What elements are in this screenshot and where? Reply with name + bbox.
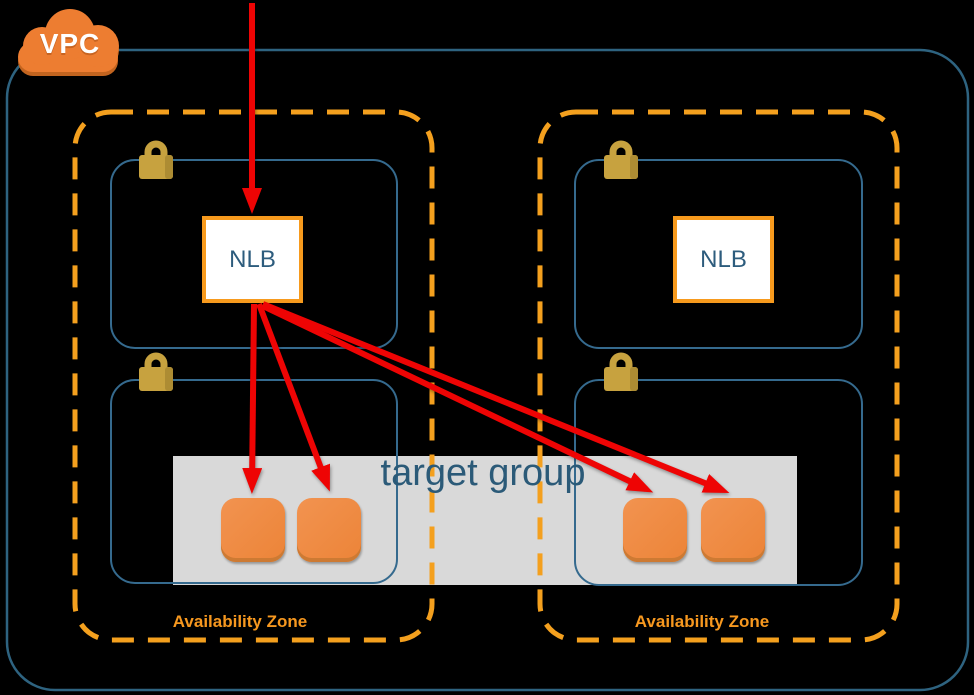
nlb-right-node: NLB [673,216,774,303]
target-group-label: target group [380,452,586,494]
nlb-left-label: NLB [229,245,276,273]
lock-icon [139,356,173,391]
vpc-label: VPC [39,28,101,59]
nlb-right-label: NLB [700,245,747,273]
instance-icon [297,498,361,562]
availability-zone-left-boundary [72,109,435,643]
nlb-left-node: NLB [202,216,303,303]
availability-zone-right-label: Availability Zone [634,612,770,631]
lock-icon [604,144,638,179]
instance-icon [623,498,687,562]
instance-icon [221,498,285,562]
instance-icon [701,498,765,562]
lock-icon [604,356,638,391]
availability-zone-left-label: Availability Zone [172,612,308,631]
vpc-boundary [5,48,970,692]
lock-icon [139,144,173,179]
